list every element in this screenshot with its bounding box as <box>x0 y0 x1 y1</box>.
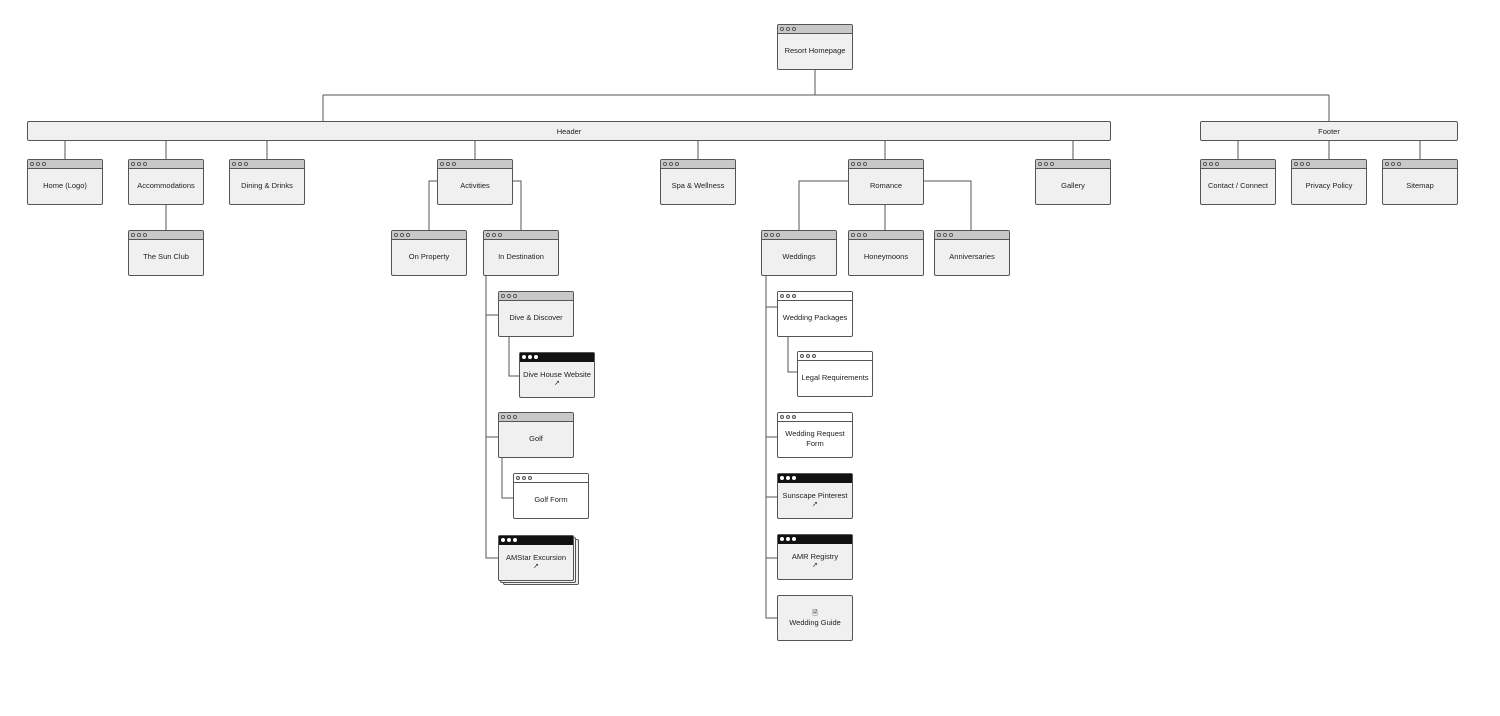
page-label: Activities <box>460 181 490 190</box>
window-dots-icon <box>484 231 558 240</box>
window-dots-icon <box>1292 160 1366 169</box>
window-dots-icon <box>499 292 573 301</box>
header-bar-label: Header <box>556 126 582 136</box>
window-dots-icon <box>129 231 203 240</box>
page-wedding-guide[interactable]: 🗎Wedding Guide <box>777 595 853 641</box>
page-label: Legal Requirements <box>801 373 869 382</box>
document-icon: 🗎 <box>812 609 818 617</box>
page-anniversaries[interactable]: Anniversaries <box>934 230 1010 276</box>
page-romance[interactable]: Romance <box>848 159 924 205</box>
external-link-icon: ➚ <box>812 501 818 508</box>
page-label: Resort Homepage <box>784 46 846 55</box>
page-label: In Destination <box>498 252 544 261</box>
header-bar[interactable]: Header <box>27 121 1111 141</box>
page-label: Sitemap <box>1406 181 1434 190</box>
page-resort-homepage[interactable]: Resort Homepage <box>777 24 853 70</box>
window-dots-icon <box>778 474 852 483</box>
window-dots-icon <box>778 535 852 544</box>
external-link-icon: ➚ <box>533 563 539 570</box>
page-on-property[interactable]: On Property <box>391 230 467 276</box>
page-golf[interactable]: Golf <box>498 412 574 458</box>
page-privacy-policy[interactable]: Privacy Policy <box>1291 159 1367 205</box>
window-dots-icon <box>499 413 573 422</box>
window-dots-icon <box>1383 160 1457 169</box>
page-amr-registry[interactable]: AMR Registry➚ <box>777 534 853 580</box>
page-wedding-request-form[interactable]: Wedding Request Form <box>777 412 853 458</box>
window-dots-icon <box>935 231 1009 240</box>
window-dots-icon <box>499 536 573 545</box>
page-label: Honeymoons <box>863 252 909 261</box>
page-label: Dive House Website <box>523 370 591 379</box>
page-dive-house-website[interactable]: Dive House Website➚ <box>519 352 595 398</box>
page-honeymoons[interactable]: Honeymoons <box>848 230 924 276</box>
page-label: Home (Logo) <box>43 181 87 190</box>
window-dots-icon <box>661 160 735 169</box>
page-label: Dining & Drinks <box>241 181 293 190</box>
page-label: Romance <box>869 181 903 190</box>
page-label: Wedding Request Form <box>785 429 845 448</box>
page-sunscape-pinterest[interactable]: Sunscape Pinterest➚ <box>777 473 853 519</box>
page-in-destination[interactable]: In Destination <box>483 230 559 276</box>
window-dots-icon <box>849 231 923 240</box>
page-label: The Sun Club <box>143 252 189 261</box>
page-legal-requirements[interactable]: Legal Requirements <box>797 351 873 397</box>
page-label: Golf Form <box>534 495 568 504</box>
window-dots-icon <box>1036 160 1110 169</box>
window-dots-icon <box>778 292 852 301</box>
page-home-logo[interactable]: Home (Logo) <box>27 159 103 205</box>
page-amstar-excursion[interactable]: AMStar Excursion➚ <box>498 535 574 581</box>
page-label: AMStar Excursion <box>505 553 567 562</box>
page-the-sun-club[interactable]: The Sun Club <box>128 230 204 276</box>
window-dots-icon <box>28 160 102 169</box>
window-dots-icon <box>392 231 466 240</box>
window-dots-icon <box>514 474 588 483</box>
window-dots-icon <box>849 160 923 169</box>
page-label: Sunscape Pinterest <box>782 491 848 500</box>
page-label: Accommodations <box>137 181 195 190</box>
window-dots-icon <box>438 160 512 169</box>
page-dining-drinks[interactable]: Dining & Drinks <box>229 159 305 205</box>
page-label: Spa & Wellness <box>671 181 725 190</box>
page-label: Weddings <box>782 252 816 261</box>
page-golf-form[interactable]: Golf Form <box>513 473 589 519</box>
window-dots-icon <box>778 413 852 422</box>
page-label: On Property <box>408 252 450 261</box>
page-label: Contact / Connect <box>1207 181 1269 190</box>
page-label: Gallery <box>1061 181 1085 190</box>
page-sitemap[interactable]: Sitemap <box>1382 159 1458 205</box>
external-link-icon: ➚ <box>812 562 818 569</box>
page-wedding-packages[interactable]: Wedding Packages <box>777 291 853 337</box>
page-gallery[interactable]: Gallery <box>1035 159 1111 205</box>
page-label: Wedding Guide <box>789 617 841 627</box>
window-dots-icon <box>129 160 203 169</box>
window-dots-icon <box>762 231 836 240</box>
page-label: Wedding Packages <box>782 313 848 322</box>
footer-bar[interactable]: Footer <box>1200 121 1458 141</box>
window-dots-icon <box>798 352 872 361</box>
page-dive-discover[interactable]: Dive & Discover <box>498 291 574 337</box>
page-label: Privacy Policy <box>1305 181 1353 190</box>
page-activities[interactable]: Activities <box>437 159 513 205</box>
page-label: Anniversaries <box>949 252 995 261</box>
page-label: Golf <box>529 434 543 443</box>
page-spa-wellness[interactable]: Spa & Wellness <box>660 159 736 205</box>
window-dots-icon <box>230 160 304 169</box>
page-label: Dive & Discover <box>509 313 563 322</box>
window-dots-icon <box>778 25 852 34</box>
page-label: AMR Registry <box>791 552 839 561</box>
page-contact-connect[interactable]: Contact / Connect <box>1200 159 1276 205</box>
window-dots-icon <box>520 353 594 362</box>
page-weddings[interactable]: Weddings <box>761 230 837 276</box>
footer-bar-label: Footer <box>1318 126 1340 136</box>
window-dots-icon <box>1201 160 1275 169</box>
page-accommodations[interactable]: Accommodations <box>128 159 204 205</box>
external-link-icon: ➚ <box>554 380 560 387</box>
